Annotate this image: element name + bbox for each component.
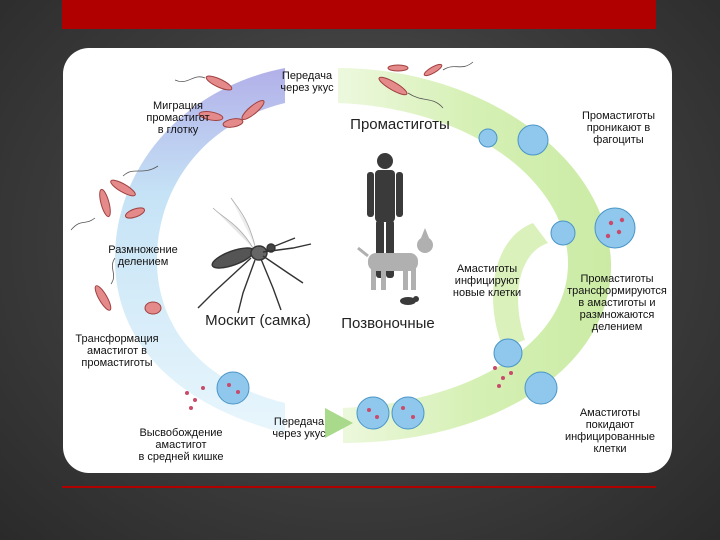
bite-transfer-bottom-label: Передача через укус xyxy=(264,416,334,440)
dog-silhouette-icon xyxy=(358,228,433,290)
promastigotes-label: Промастиготы xyxy=(345,116,455,133)
migration-label: Миграция промастигот в глотку xyxy=(138,100,218,136)
bite-transfer-top-label: Передача через укус xyxy=(272,70,342,94)
diagram-card: Передача через укус Миграция промастигот… xyxy=(63,48,672,473)
release-label: Высвобождение амастигот в средней кишке xyxy=(131,427,231,463)
mosquito-label: Москит (самка) xyxy=(196,312,320,329)
amastigotes-leave-label: Амастиготы покидают инфицированные клетк… xyxy=(560,407,660,455)
mosquito-icon xyxy=(198,198,311,313)
mouse-silhouette-icon xyxy=(400,296,419,305)
top-accent-bar xyxy=(62,0,656,29)
promastigotes-transform-label: Промастиготы трансформируются в амастиго… xyxy=(563,273,671,333)
bottom-accent-line xyxy=(62,486,656,488)
promastigotes-penetrate-label: Промастиготы проникают в фагоциты xyxy=(571,110,666,146)
reproduction-label: Размножение делением xyxy=(103,244,183,268)
amastigotes-infect-label: Амастиготы инфицируют новые клетки xyxy=(447,263,527,299)
vertebrates-label: Позвоночные xyxy=(338,315,438,332)
transformation-amastigotes-label: Трансформация амастигот в промастиготы xyxy=(67,333,167,369)
